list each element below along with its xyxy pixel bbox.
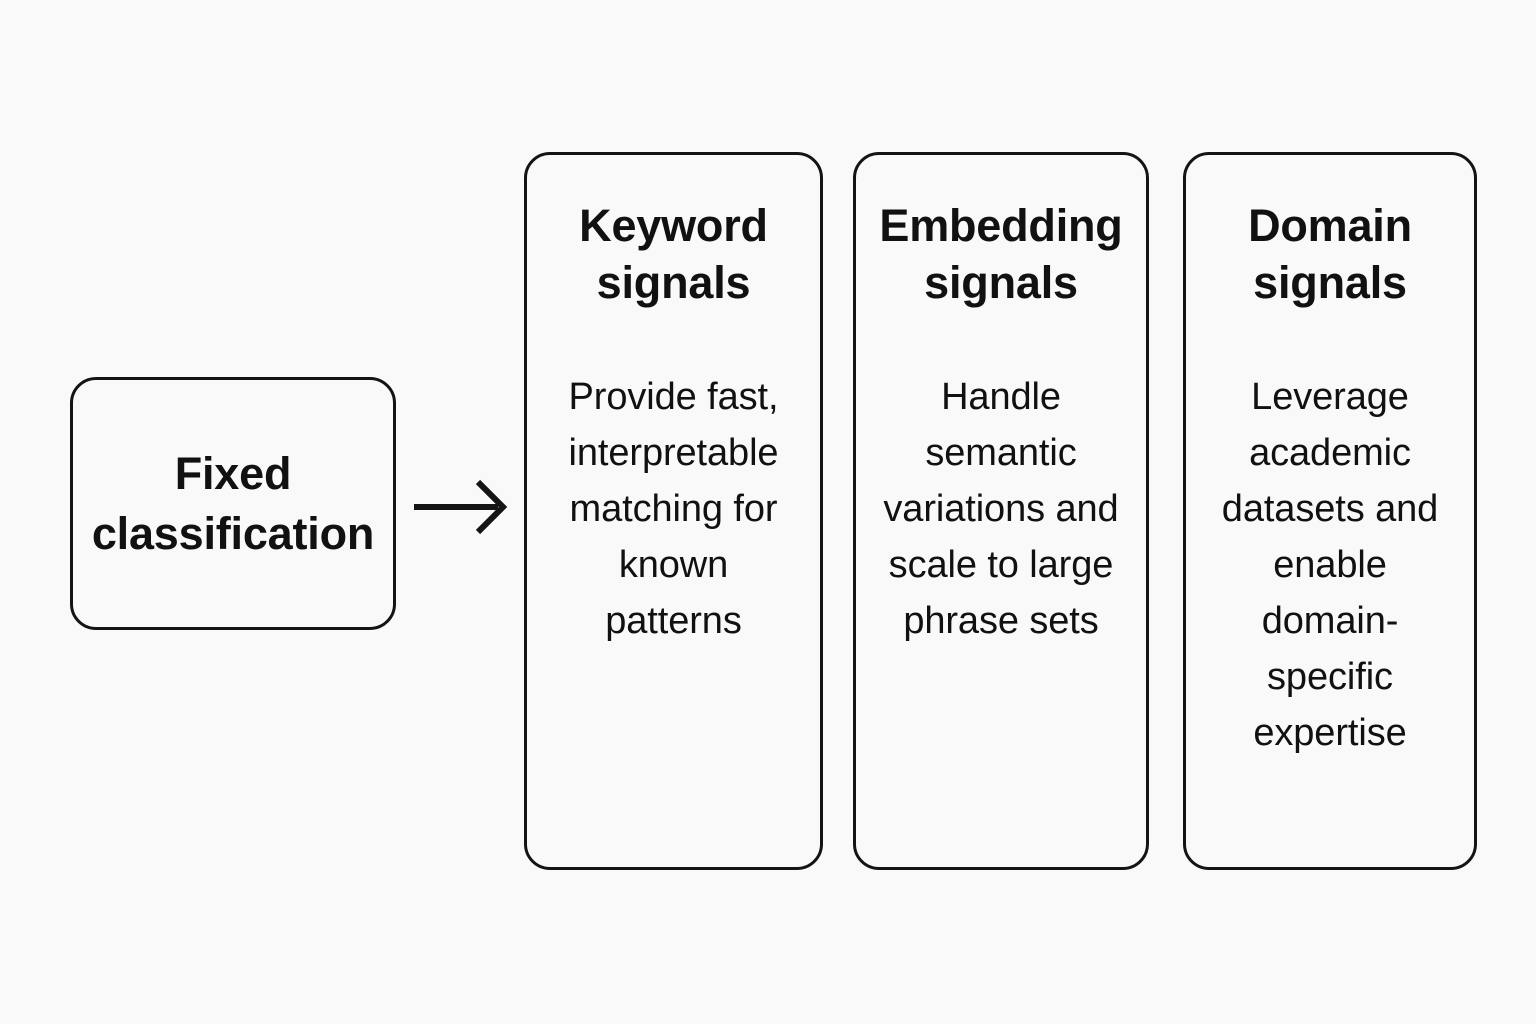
node-fixed-classification-title: Fixed classification xyxy=(91,447,375,559)
card-keyword-signals-title: Keyword signals xyxy=(579,200,768,308)
card-keyword-signals[interactable]: Keyword signals Provide fast, interpreta… xyxy=(524,152,823,870)
card-embedding-signals-body: Handle semantic variations and scale to … xyxy=(883,376,1119,642)
arrow-right-icon xyxy=(410,477,510,537)
card-keyword-signals-body: Provide fast, interpretable matching for… xyxy=(568,376,779,642)
node-fixed-classification[interactable]: Fixed classification xyxy=(70,377,396,630)
card-embedding-signals-title: Embedding signals xyxy=(879,200,1123,308)
card-domain-signals-body: Leverage academic datasets and enable do… xyxy=(1221,376,1439,754)
card-domain-signals[interactable]: Domain signals Leverage academic dataset… xyxy=(1183,152,1477,870)
card-embedding-signals[interactable]: Embedding signals Handle semantic variat… xyxy=(853,152,1149,870)
card-domain-signals-title: Domain signals xyxy=(1248,200,1412,308)
